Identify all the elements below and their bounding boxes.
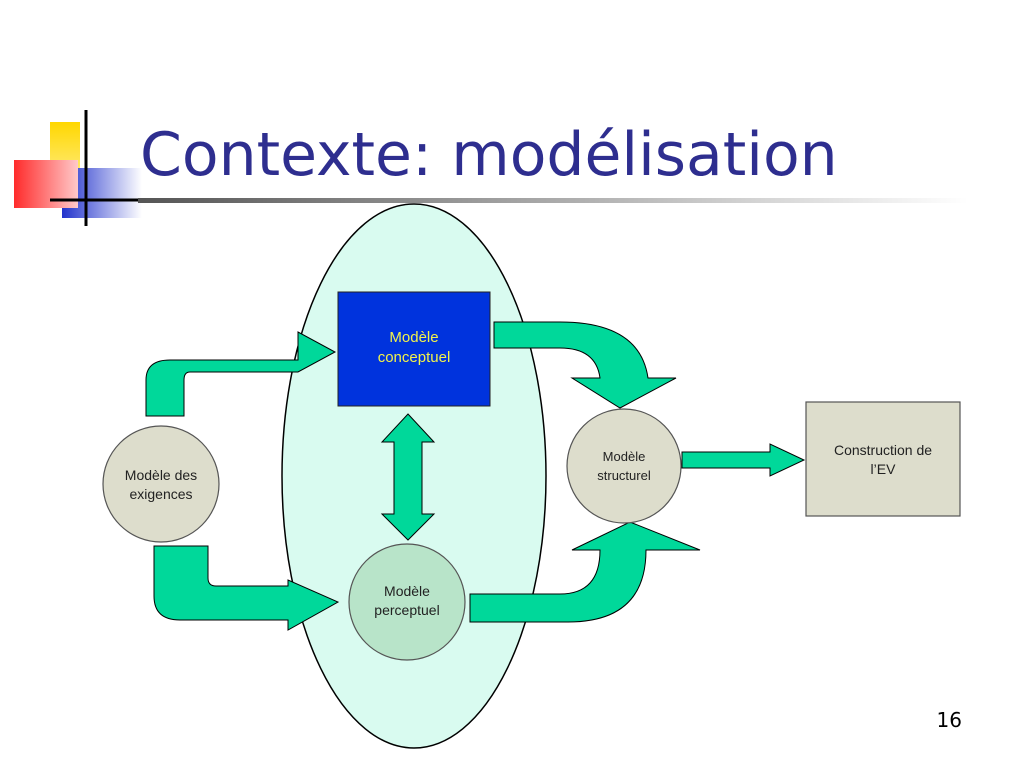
title-underline <box>138 198 968 203</box>
structural-model-label-line2: structurel <box>597 468 651 483</box>
page-number: 16 <box>936 708 962 732</box>
structural-model-node <box>566 408 682 524</box>
double-arrow-conceptual-perceptual <box>380 413 436 541</box>
requirements-model-label-line2: exigences <box>129 486 192 502</box>
slide-title: Contexte: modélisation <box>140 120 838 190</box>
arrow-conceptual-to-structural <box>493 321 677 409</box>
structural-model-label-line1: Modèle <box>603 449 646 464</box>
construction-box <box>805 401 961 517</box>
perceptual-model-label-line1: Modèle <box>384 583 430 599</box>
arrow-structural-to-construction <box>681 443 806 477</box>
perceptual-model-label-line2: perceptuel <box>374 602 439 618</box>
arrow-requirements-to-conceptual <box>145 331 337 417</box>
perceptual-model-node <box>348 543 466 661</box>
conceptual-model-box <box>337 291 491 407</box>
conceptual-model-label-line2: conceptuel <box>378 349 451 366</box>
requirements-model-node <box>102 425 220 543</box>
arrow-requirements-to-perceptual <box>153 545 340 631</box>
conceptual-model-label-line1: Modèle <box>389 329 438 346</box>
construction-label-line2: l’EV <box>871 461 897 477</box>
construction-label-line1: Construction de <box>834 442 932 458</box>
requirements-model-label-line1: Modèle des <box>125 467 197 483</box>
arrow-perceptual-to-structural <box>469 521 701 623</box>
